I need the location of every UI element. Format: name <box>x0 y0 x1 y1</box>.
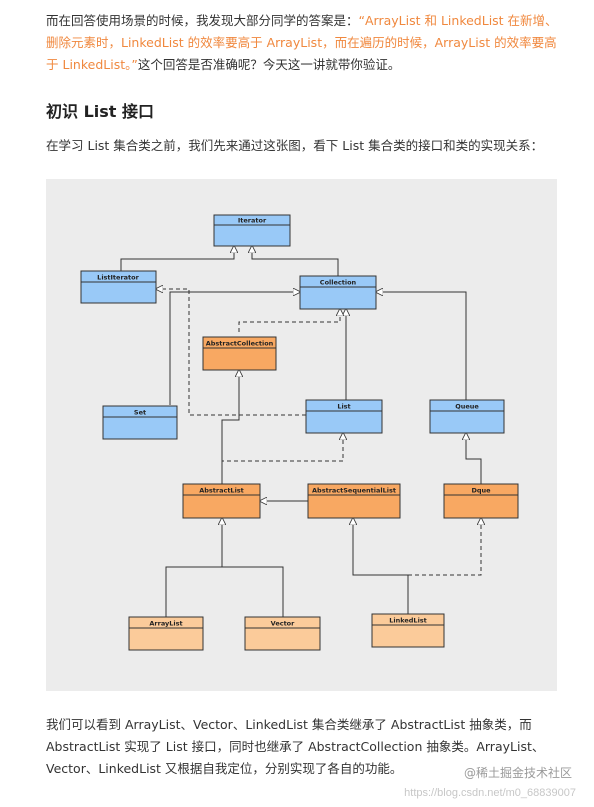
edge-collection-iterator <box>252 246 339 276</box>
box-listiterator: ListIterator <box>80 270 157 304</box>
box-arraylist: ArrayList <box>128 616 204 651</box>
box-queue-label: Queue <box>455 403 479 411</box>
edge-list-listiterator <box>156 289 306 416</box>
box-list: List <box>305 399 383 434</box>
class-diagram-svg: Iterator ListIterator Collection Abstrac… <box>80 214 519 651</box>
box-arraylist-label: ArrayList <box>149 620 182 628</box>
edge-abstractcollection-collection <box>238 309 340 332</box>
box-set-label: Set <box>134 409 146 417</box>
box-set: Set <box>102 405 178 440</box>
watermark-brand: @稀土掘金技术社区 <box>463 766 572 780</box>
edge-arraylist-abstractlist <box>165 518 222 617</box>
box-abstractcollection: AbstractCollection <box>202 336 277 371</box>
box-list-label: List <box>337 403 350 411</box>
box-vector: Vector <box>244 616 321 651</box>
summary-paragraph: 我们可以看到 ArrayList、Vector、LinkedList 集合类继承… <box>46 717 545 776</box>
box-abstractsequentiallist: AbstractSequentialList <box>307 483 401 519</box>
edge-abstractlist-list <box>221 433 343 484</box>
box-listiterator-label: ListIterator <box>97 274 139 282</box>
section-heading: 初识 List 接口 <box>46 102 154 121</box>
box-iterator: Iterator <box>213 214 291 247</box>
box-linkedlist-label: LinkedList <box>389 617 427 625</box>
box-collection-label: Collection <box>320 279 357 287</box>
box-dque: Dque <box>443 483 519 519</box>
box-abstractlist: AbstractList <box>182 483 261 519</box>
box-dque-label: Dque <box>471 487 491 495</box>
box-iterator-label: Iterator <box>238 217 267 225</box>
edge-queue-collection <box>376 292 467 400</box>
intro-text-before: 而在回答使用场景的时候，我发现大部分同学的答案是： <box>46 13 359 28</box>
edge-linkedlist-dque <box>408 518 481 576</box>
edge-listiterator-iterator <box>120 246 234 271</box>
watermark-url: https://blog.csdn.net/m0_68839007 <box>404 787 576 799</box>
section-lead: 在学习 List 集合类之前，我们先来通过这张图，看下 List 集合类的接口和… <box>46 138 544 153</box>
box-collection: Collection <box>299 275 377 310</box>
intro-quote: “ArrayList 和 LinkedList 在新增、删除元素时，Linked… <box>46 13 558 72</box>
edge-set-collection <box>169 292 300 405</box>
box-linkedlist: LinkedList <box>371 613 445 648</box>
box-queue: Queue <box>429 399 505 434</box>
box-abstractsequentiallist-label: AbstractSequentialList <box>312 487 396 495</box>
box-vector-label: Vector <box>271 620 296 628</box>
edge-vector-abstractlist <box>222 566 284 617</box>
edge-dque-queue <box>466 433 482 484</box>
class-diagram: Iterator ListIterator Collection Abstrac… <box>46 179 557 691</box>
box-abstractlist-label: AbstractList <box>199 487 244 495</box>
intro-text-after: 这个回答是否准确呢？今天这一讲就带你验证。 <box>137 57 401 72</box>
edge-linkedlist-abstractsequentiallist <box>353 518 409 614</box>
edge-abstractlist-abstractcollection <box>221 370 239 484</box>
box-abstractcollection-label: AbstractCollection <box>206 340 274 348</box>
intro-paragraph: 而在回答使用场景的时候，我发现大部分同学的答案是：“ArrayList 和 Li… <box>46 10 558 76</box>
diagram-connectors <box>120 246 482 617</box>
